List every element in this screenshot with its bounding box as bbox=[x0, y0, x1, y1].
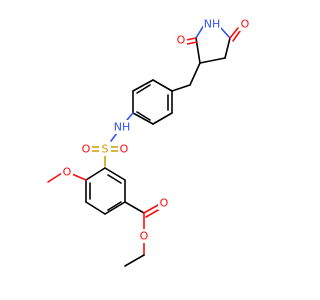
atom-label-imide-nh: NH bbox=[203, 17, 221, 31]
svg-text:O: O bbox=[140, 230, 149, 243]
bond-ethyl bbox=[124, 254, 145, 267]
bond-br4 bbox=[104, 201, 126, 215]
bond-ar2 bbox=[152, 112, 173, 125]
svg-text:O: O bbox=[177, 34, 186, 47]
atom-label-sulfonamide-nh: NH bbox=[113, 120, 131, 134]
bond-ch2-ring bbox=[171, 84, 191, 92]
bond-c2-o-double-a bbox=[185, 37, 197, 41]
bond-ar-inner3 bbox=[136, 84, 151, 94]
bond-c3-ch2 bbox=[189, 62, 201, 86]
bond-ar5 bbox=[132, 79, 154, 92]
bond-c3-c4 bbox=[199, 57, 226, 64]
bond-ar6 bbox=[152, 79, 173, 92]
bond-c4-c5 bbox=[224, 37, 231, 59]
svg-text:O: O bbox=[241, 18, 250, 31]
svg-text:O: O bbox=[160, 197, 169, 210]
bond-carbonyl-o-b bbox=[145, 208, 161, 218]
bond-c2-o-double-b bbox=[186, 41, 198, 45]
bond-br6 bbox=[104, 167, 126, 181]
bond-br3 bbox=[85, 201, 106, 215]
bond-ar-inner2 bbox=[136, 111, 151, 121]
atom-label-ester-o: O bbox=[138, 229, 150, 243]
bond-nh-s bbox=[110, 132, 118, 142]
svg-text:O: O bbox=[63, 166, 72, 179]
svg-text:S: S bbox=[102, 143, 109, 156]
bond-br1 bbox=[85, 167, 106, 181]
bond-c5-o-double-b bbox=[232, 30, 241, 42]
atom-label-sulfur: S bbox=[99, 142, 111, 156]
atom-label-ester-carbonyl-o: O bbox=[158, 196, 170, 210]
molecule-structure-diagram: NH O O NH S O O O O O bbox=[47, 17, 251, 267]
bond-br-inner2 bbox=[107, 201, 122, 211]
bond-ar-ome bbox=[71, 173, 87, 181]
atom-label-imide-o1: O bbox=[239, 17, 251, 31]
bond-br-inner3 bbox=[107, 174, 122, 184]
bond-n1-c2 bbox=[195, 24, 205, 39]
svg-text:O: O bbox=[120, 143, 129, 156]
bond-ar3 bbox=[132, 112, 154, 125]
atom-label-sulfonyl-o2: O bbox=[118, 142, 130, 156]
bond-c5-n1 bbox=[219, 26, 231, 39]
svg-text:O: O bbox=[82, 143, 91, 156]
svg-text:NH: NH bbox=[204, 18, 221, 31]
atom-label-sulfonyl-o1: O bbox=[80, 142, 92, 156]
bond-carbonyl-o-a bbox=[143, 204, 159, 214]
bond-ar-nh bbox=[126, 112, 134, 121]
bond-o-ch3 bbox=[47, 172, 63, 183]
atom-label-methoxy-o: O bbox=[61, 165, 73, 179]
bond-ar-carbonyl bbox=[124, 201, 145, 214]
bond-c5-o-double-a bbox=[229, 27, 239, 39]
svg-text:NH: NH bbox=[114, 121, 131, 134]
atom-label-imide-o2: O bbox=[175, 33, 187, 47]
